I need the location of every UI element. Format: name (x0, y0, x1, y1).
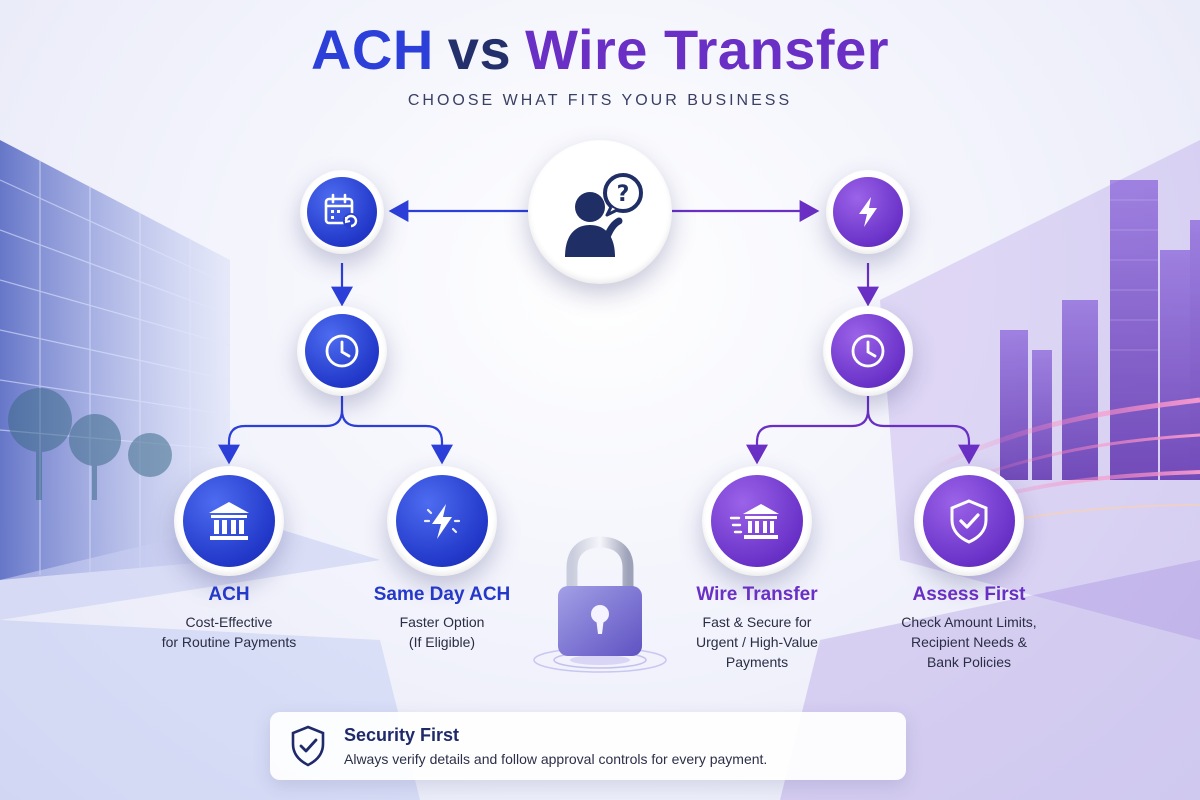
security-banner: Security First Always verify details and… (270, 712, 906, 780)
svg-text:?: ? (617, 182, 630, 207)
page-subtitle: CHOOSE WHAT FITS YOUR BUSINESS (407, 92, 793, 109)
clock-icon (325, 334, 359, 368)
fast-bank-icon (729, 504, 779, 539)
city-skyline (1000, 180, 1200, 480)
padlock-icon (533, 536, 667, 673)
title-vs: vs (447, 18, 512, 81)
assess-first-option-node (914, 466, 1024, 576)
lightning-icon (859, 197, 877, 227)
option-desc-wire-transfer-text: Fast & Secure for Urgent / High-Value Pa… (696, 614, 818, 670)
calendar-refresh-icon (324, 193, 359, 229)
wire-transfer-option-node (702, 466, 812, 576)
trees (8, 388, 172, 500)
option-title-wire-transfer: Wire Transfer (696, 584, 818, 605)
ach-option-node (174, 466, 284, 576)
option-title-same-day-ach: Same Day ACH (373, 584, 511, 605)
building-windows (0, 160, 231, 575)
lightning-icon (423, 504, 461, 539)
option-desc-same-day-ach: Faster Option (If Eligible) (342, 612, 542, 652)
banner-title: Security First (344, 725, 460, 745)
option-desc-assess-first: Check Amount Limits, Recipient Needs & B… (859, 612, 1079, 672)
title-wire-transfer: Wire Transfer (525, 18, 890, 81)
same-day-ach-option-node (387, 466, 497, 576)
option-title-ach: ACH (208, 584, 250, 605)
shield-check-icon (950, 499, 988, 544)
title-ach: ACH (310, 18, 434, 81)
option-desc-ach-text: Cost-Effective for Routine Payments (161, 614, 297, 650)
office-building (0, 140, 230, 580)
option-desc-ach: Cost-Effective for Routine Payments (129, 612, 329, 652)
decision-node: ? (528, 140, 672, 284)
wire-speed-node (826, 170, 910, 254)
option-desc-same-day-ach-text: Faster Option (If Eligible) (399, 614, 485, 650)
ach-schedule-node (300, 170, 384, 254)
option-desc-wire-transfer: Fast & Secure for Urgent / High-Value Pa… (657, 612, 857, 672)
option-desc-assess-first-text: Check Amount Limits, Recipient Needs & B… (901, 614, 1037, 670)
bank-icon (209, 502, 249, 540)
banner-text: Always verify details and follow approva… (344, 751, 768, 767)
wire-timing-node (823, 306, 913, 396)
clock-icon (851, 334, 885, 368)
option-title-assess-first: Assess First (912, 584, 1026, 605)
person-question-icon: ? (565, 173, 643, 257)
ach-timing-node (297, 306, 387, 396)
shield-check-icon (291, 725, 325, 767)
